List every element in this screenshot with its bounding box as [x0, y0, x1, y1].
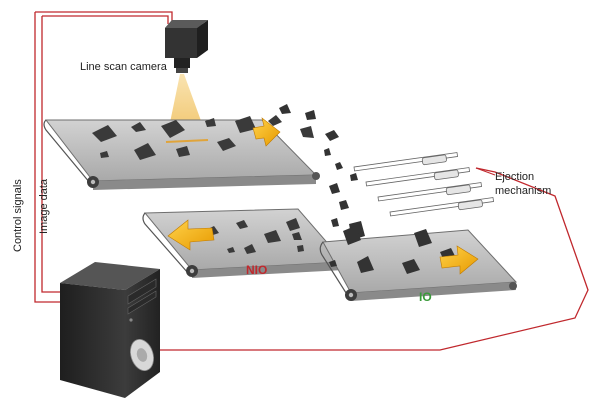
io-label: IO	[419, 290, 432, 304]
ejected-material	[279, 104, 365, 240]
air-nozzle-icon	[365, 167, 470, 187]
ejector-wire	[158, 167, 589, 351]
nio-direction-arrow-icon	[167, 219, 215, 251]
air-nozzle-icon	[389, 197, 494, 217]
image-data-label: Image data	[38, 178, 50, 234]
camera-label: Line scan camera	[80, 61, 167, 73]
ejection-label-line2: mechanism	[495, 185, 552, 197]
line-scan-camera-icon	[165, 20, 208, 73]
ejection-mechanism	[353, 152, 494, 217]
scan-line	[165, 139, 209, 143]
io-conveyor	[319, 229, 518, 301]
image-data-wire	[41, 15, 169, 293]
air-nozzle-icon	[353, 152, 458, 172]
ejection-label-line1: Ejection	[495, 171, 535, 183]
nio-conveyor	[142, 208, 346, 278]
pc-tower-icon	[60, 262, 160, 398]
air-nozzle-icon	[377, 182, 482, 202]
nio-label: NIO	[246, 263, 268, 277]
control-signals-label: Control signals	[12, 179, 24, 252]
io-material	[329, 226, 456, 274]
input-direction-arrow-icon	[252, 117, 281, 147]
input-material	[92, 115, 314, 160]
io-direction-arrow-icon	[439, 245, 479, 275]
ejection-leader-line	[475, 167, 496, 176]
ejection-mechanism-label: Ejection mechanism	[495, 170, 551, 198]
